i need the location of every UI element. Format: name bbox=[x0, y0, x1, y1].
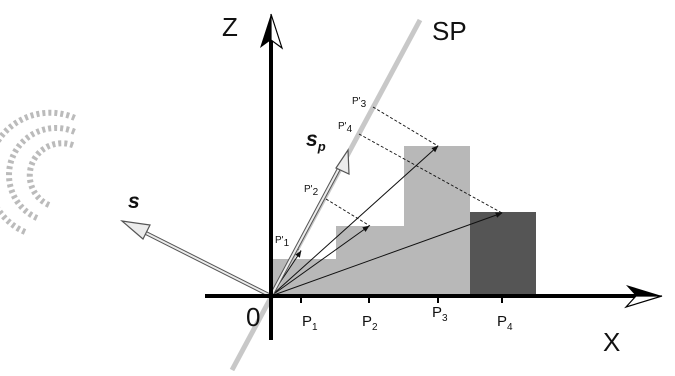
sp-vector bbox=[269, 148, 350, 297]
s-vector bbox=[120, 220, 272, 298]
bar-3 bbox=[404, 146, 470, 296]
origin-label: 0 bbox=[246, 302, 260, 332]
z-axis-label: Z bbox=[222, 12, 238, 42]
sp-vector-label: sp bbox=[306, 128, 326, 154]
s-vector-label: s bbox=[128, 190, 140, 213]
projection-label-p2: P'2 bbox=[304, 184, 319, 198]
projection-label-p1: P'1 bbox=[275, 235, 290, 249]
x-axis-label: X bbox=[603, 327, 620, 357]
z-axis bbox=[260, 13, 284, 340]
point-label-p4: P4 bbox=[497, 313, 513, 333]
bar-4 bbox=[470, 212, 536, 296]
point-label-p2: P2 bbox=[362, 313, 378, 333]
bar-2 bbox=[336, 226, 404, 296]
histogram-bars bbox=[272, 146, 536, 296]
point-vectors bbox=[270, 145, 503, 297]
x-axis bbox=[205, 285, 663, 309]
point-label-p1: P1 bbox=[302, 313, 318, 333]
sound-waves-icon bbox=[0, 109, 77, 235]
sp-label: SP bbox=[432, 16, 467, 46]
projection-label-p4: P'4 bbox=[338, 121, 353, 135]
point-label-p3: P3 bbox=[432, 304, 448, 324]
x-ticks bbox=[300, 296, 503, 303]
projection-label-p3: P'3 bbox=[352, 96, 367, 110]
